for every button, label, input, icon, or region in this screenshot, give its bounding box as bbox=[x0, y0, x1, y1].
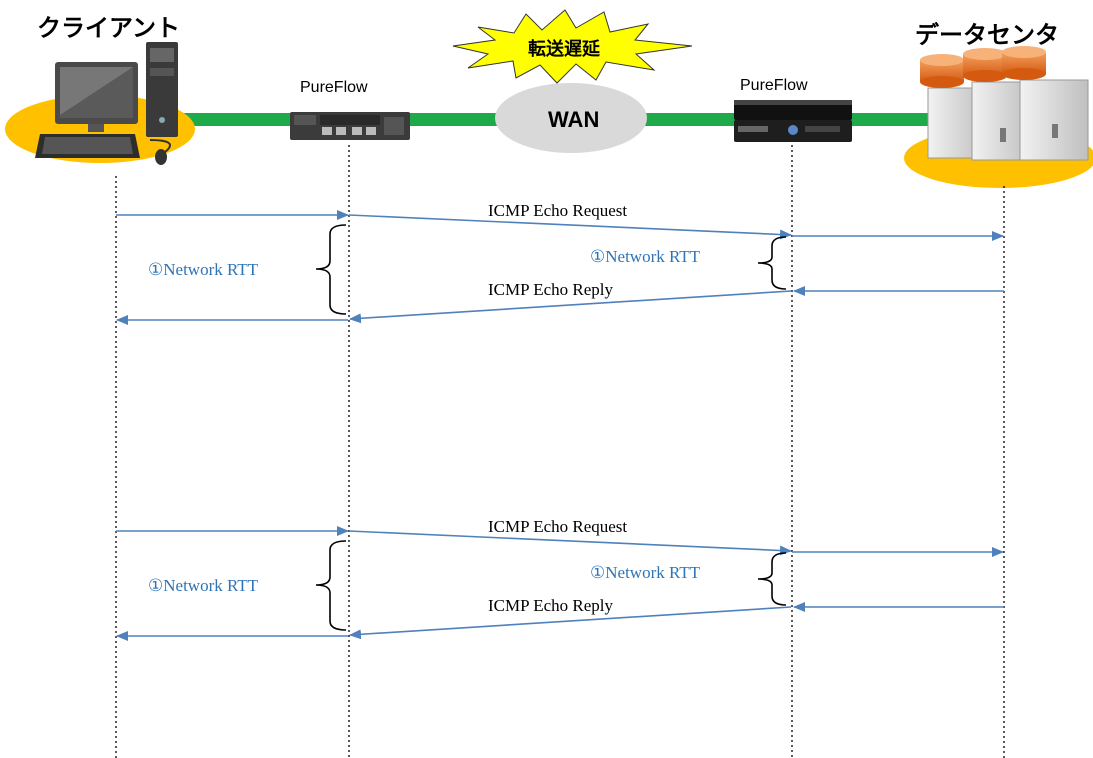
pureflow-right-device-icon bbox=[734, 100, 852, 142]
rtt-label-right: ①Network RTT bbox=[590, 247, 701, 266]
wan-cloud bbox=[495, 83, 647, 153]
reply-label: ICMP Echo Reply bbox=[488, 596, 613, 615]
rtt-bracket-right bbox=[757, 552, 787, 606]
pureflow-right-label: PureFlow bbox=[740, 77, 808, 94]
datacenter-servers-icon bbox=[904, 46, 1093, 188]
client-label: クライアント bbox=[37, 14, 180, 42]
reply-arrow bbox=[349, 290, 792, 324]
request-label: ICMP Echo Request bbox=[488, 201, 627, 220]
rtt-label-right: ①Network RTT bbox=[590, 563, 701, 582]
delay-burst-icon bbox=[452, 9, 693, 84]
rtt-bracket-left bbox=[315, 540, 347, 631]
request-arrow bbox=[348, 530, 792, 556]
sequence-2: ICMP Echo Request ICMP Echo Reply ①Netwo… bbox=[116, 517, 1004, 641]
rtt-bracket-right bbox=[757, 236, 787, 290]
rtt-bracket-left bbox=[315, 224, 347, 315]
sequence-1: ICMP Echo Request ICMP Echo Reply ①Netwo… bbox=[116, 201, 1004, 325]
rtt-label-left: ①Network RTT bbox=[148, 576, 259, 595]
wan-label: WAN bbox=[548, 107, 599, 132]
banner-label: 転送遅延 bbox=[528, 38, 601, 60]
pureflow-left-device-icon bbox=[290, 112, 410, 140]
request-arrow bbox=[348, 214, 792, 240]
rtt-label-left: ①Network RTT bbox=[148, 260, 259, 279]
request-label: ICMP Echo Request bbox=[488, 517, 627, 536]
reply-label: ICMP Echo Reply bbox=[488, 280, 613, 299]
pureflow-left-label: PureFlow bbox=[300, 79, 368, 96]
reply-arrow bbox=[349, 606, 792, 640]
datacenter-label: データセンタ bbox=[915, 21, 1059, 49]
client-computer-icon bbox=[5, 42, 195, 165]
